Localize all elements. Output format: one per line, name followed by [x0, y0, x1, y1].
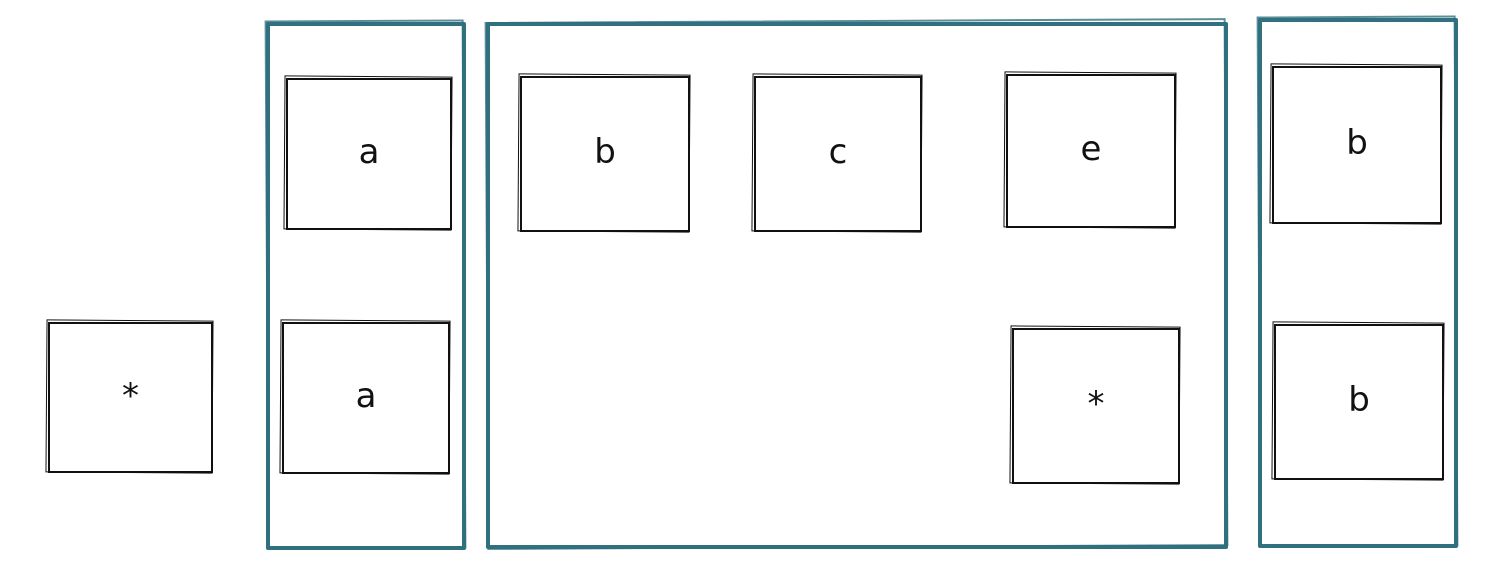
box-b-bottom: b: [1274, 324, 1444, 480]
center-panel-container: b c e *: [486, 22, 1228, 549]
box-label: a: [355, 376, 377, 416]
box-label: *: [122, 375, 139, 416]
box-asterisk: *: [1012, 328, 1180, 484]
right-column-container: b b: [1258, 18, 1458, 548]
box-c: c: [754, 76, 922, 232]
box-label: c: [828, 132, 848, 172]
box-e: e: [1006, 74, 1176, 228]
standalone-box: *: [48, 322, 213, 473]
box-label: b: [1348, 380, 1370, 420]
box-label: a: [358, 132, 380, 172]
box-label: e: [1080, 129, 1102, 169]
box-a-bottom: a: [282, 322, 450, 474]
box-label: b: [594, 132, 616, 172]
box-b: b: [520, 76, 690, 232]
box-a-top: a: [286, 78, 452, 230]
box-label: *: [1087, 384, 1105, 424]
box-label: b: [1346, 123, 1368, 163]
box-b-top: b: [1272, 66, 1442, 224]
left-column-container: a a: [266, 22, 466, 550]
